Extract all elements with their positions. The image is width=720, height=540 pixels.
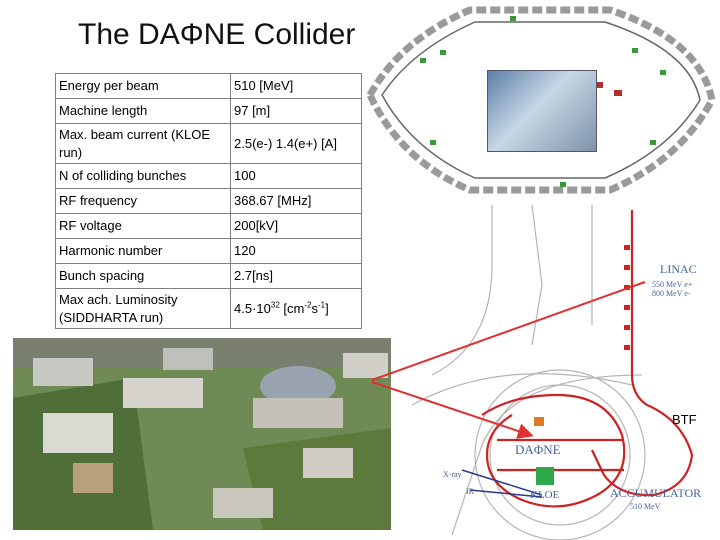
param-name: RF frequency	[55, 188, 231, 214]
param-name: Max ach. Luminosity (SIDDHARTA run)	[55, 288, 231, 329]
map-label-accumulator: ACCUMULATOR	[610, 486, 702, 500]
map-label-xray: X-ray	[443, 470, 462, 479]
param-value: 100	[230, 163, 362, 189]
map-label-ir: IR	[466, 487, 474, 496]
table-row: Max. beam current (KLOE run)2.5(e-) 1.4(…	[55, 123, 362, 164]
param-value: 97 [m]	[230, 98, 362, 124]
map-label-linac-energy: 550 MeV e+	[652, 280, 693, 289]
aerial-site-photo	[13, 338, 391, 530]
param-name: Energy per beam	[55, 73, 231, 99]
param-value: 200[kV]	[230, 213, 362, 239]
param-value: 120	[230, 238, 362, 264]
param-value: 2.7[ns]	[230, 263, 362, 289]
interaction-region-inset-image	[487, 70, 597, 152]
param-value: 510 [MeV]	[230, 73, 362, 99]
table-row: Max ach. Luminosity (SIDDHARTA run)4.5·1…	[55, 288, 362, 329]
param-name: Max. beam current (KLOE run)	[55, 123, 231, 164]
param-name: RF voltage	[55, 213, 231, 239]
param-name: Bunch spacing	[55, 263, 231, 289]
map-label-kloe: KLOE	[530, 489, 560, 501]
param-name: N of colliding bunches	[55, 163, 231, 189]
map-label-daphne: DAΦNE	[515, 442, 561, 457]
map-label-linac-energy: 800 MeV e-	[652, 289, 691, 298]
map-label-accumulator-energy: 510 MeV	[630, 502, 661, 511]
page-title: The DAΦNE Collider	[78, 18, 356, 51]
param-name: Machine length	[55, 98, 231, 124]
map-label-linac: LINAC	[660, 262, 697, 276]
param-name: Harmonic number	[55, 238, 231, 264]
param-value: 4.5·1032 [cm-2s-1]	[230, 288, 362, 329]
map-label-btf: BTF	[672, 412, 697, 427]
param-value: 2.5(e-) 1.4(e+) [A]	[230, 123, 362, 164]
param-value: 368.67 [MHz]	[230, 188, 362, 214]
